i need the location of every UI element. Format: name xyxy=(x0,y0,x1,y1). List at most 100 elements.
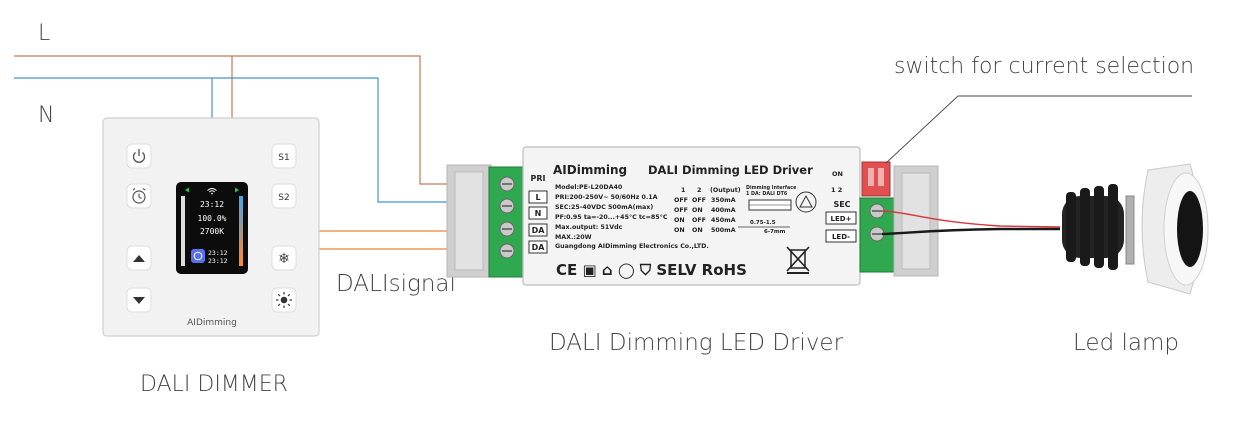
lamp-clip xyxy=(1125,195,1135,265)
dali-signal-label: DALIsignal xyxy=(336,271,456,297)
terminal-label-n: N xyxy=(535,209,542,218)
spec-manufacturer: Guangdong AIDimming Electronics Co.,LTD. xyxy=(555,243,709,250)
sun-button[interactable] xyxy=(271,287,297,313)
terminal-label-led-plus: LED+ xyxy=(831,215,852,223)
down-button[interactable] xyxy=(126,287,152,313)
table-row-4-sw1: ON xyxy=(674,227,685,234)
black-wire xyxy=(881,227,1060,236)
screen-brightness: 100.0% xyxy=(198,214,227,223)
red-wire xyxy=(881,210,1061,228)
table-row-4-sw2: ON xyxy=(692,227,703,234)
table-row-1-out: 350mA xyxy=(711,197,736,204)
lamp-wires xyxy=(881,210,1061,236)
certification-marks: CE ▣ ⌂ ◯ ⛉ SELV RoHS xyxy=(556,261,747,279)
terminal-label-led-minus: LED- xyxy=(832,233,850,241)
s2-label: S2 xyxy=(278,193,289,203)
dip-switch[interactable]: ON 1 2 xyxy=(831,161,891,197)
dimmer-caption: DALI DIMMER xyxy=(140,372,288,397)
alarm-button[interactable] xyxy=(126,183,152,209)
dimming-note-1: Dimming Interface xyxy=(746,185,797,191)
table-header-2: 2 xyxy=(697,187,701,194)
wifi-icon xyxy=(207,188,217,195)
table-row-1-sw2: OFF xyxy=(692,197,706,204)
switch-caption: switch for current selection xyxy=(894,54,1194,79)
terminal-label-da-2: DA xyxy=(532,243,546,252)
s1-label: S1 xyxy=(278,153,289,163)
dip-on-label: ON xyxy=(832,170,843,178)
screen-cct: 2700K xyxy=(200,227,224,236)
driver-caption: DALI Dimming LED Driver xyxy=(549,330,844,356)
dali-signal-wires: DALIsignal xyxy=(318,230,510,297)
spec-pf: PF:0.95 ta=-20...+45°C tc=85°C xyxy=(555,213,668,221)
table-row-4-out: 500mA xyxy=(711,227,736,234)
spec-model: Model:PE-L20DA40 xyxy=(555,184,623,191)
dimming-note: Dimming Interface 1 DA: DALI DT6 0.75-1.… xyxy=(738,185,797,235)
table-header-1: 1 xyxy=(681,187,685,194)
snowflake-icon: ❄ xyxy=(278,251,290,267)
up-button[interactable] xyxy=(126,245,152,271)
table-row-3-sw1: ON xyxy=(674,217,685,224)
weee-bin-icon xyxy=(786,246,810,274)
callout-leader xyxy=(885,95,1192,164)
lamp-heatsink xyxy=(1062,184,1124,270)
dimmer-screen: 23:12 100.0% 2700K 23:12 23:12 xyxy=(176,182,248,274)
current-table: 1 2 (Output) OFF OFF 350mA OFF ON 400mA … xyxy=(674,187,741,234)
terminal-label-da-1: DA xyxy=(532,226,546,235)
lamp-lens xyxy=(1177,191,1203,267)
spec-sec: SEC:25-40VDC 500mA(max) xyxy=(555,204,653,211)
table-header-3: (Output) xyxy=(710,187,741,194)
arrow-right-icon xyxy=(235,187,239,193)
screen-clock-badge xyxy=(191,249,205,263)
dimmer-brand: AIDimming xyxy=(187,318,237,328)
arrow-left-icon xyxy=(185,187,189,193)
snowflake-button[interactable]: ❄ xyxy=(271,245,297,271)
dimming-note-2: 1 DA: DALI DT6 xyxy=(746,191,788,197)
power-button[interactable] xyxy=(126,143,152,169)
line-l-label: L xyxy=(38,21,50,46)
brightness-bar xyxy=(181,196,185,266)
wire-size: 0.75-1.5 xyxy=(750,220,776,226)
table-row-2-sw2: ON xyxy=(692,207,703,214)
table-row-3-out: 450mA xyxy=(711,217,736,224)
s2-button[interactable]: S2 xyxy=(271,183,297,209)
terminal-label-l: L xyxy=(535,193,540,202)
led-lamp: Led lamp xyxy=(1062,163,1209,356)
neutral-wire xyxy=(14,77,510,203)
table-row-3-sw2: OFF xyxy=(692,217,706,224)
table-row-1-sw1: OFF xyxy=(674,197,688,204)
screen-time-bottom-2: 23:12 xyxy=(208,257,228,265)
screen-time-bottom-1: 23:12 xyxy=(208,249,228,257)
dip-numbers: 1 2 xyxy=(831,186,842,194)
clock-icon xyxy=(193,251,203,261)
s1-button[interactable]: S1 xyxy=(271,143,297,169)
sun-icon xyxy=(276,292,292,308)
terminal-labels-right: LED+ LED- xyxy=(825,211,857,243)
switch-callout: switch for current selection xyxy=(885,54,1194,164)
table-row-2-sw1: OFF xyxy=(674,207,688,214)
left-screws xyxy=(499,176,515,259)
sec-label: SEC xyxy=(833,200,850,209)
d-mark-icon xyxy=(795,191,817,213)
strip-length: 6-7mm xyxy=(764,229,786,235)
arrow-up-icon xyxy=(133,255,145,262)
driver-brand: AIDimming xyxy=(553,163,627,177)
driver-title: DALI Dimming LED Driver xyxy=(648,163,813,177)
lamp-caption: Led lamp xyxy=(1073,330,1179,356)
pri-label: PRI xyxy=(531,174,546,183)
alarm-clock-icon xyxy=(132,188,146,204)
spec-max-output: Max.output: 51Vdc xyxy=(555,224,623,231)
power-icon xyxy=(132,149,146,163)
arrow-down-icon xyxy=(133,297,145,304)
screen-time: 23:12 xyxy=(200,200,224,209)
spec-pri: PRI:200-250V~ 50/60Hz 0.1A xyxy=(555,194,658,201)
dali-dimmer: S1 S2 ❄ xyxy=(102,117,320,397)
right-screws xyxy=(869,203,885,242)
table-row-2-out: 400mA xyxy=(711,207,736,214)
driver-specs: Model:PE-L20DA40 PRI:200-250V~ 50/60Hz 0… xyxy=(555,184,709,250)
terminal-labels-left: L N DA DA xyxy=(528,190,548,254)
line-n-label: N xyxy=(38,103,54,128)
cct-bar xyxy=(239,196,243,266)
led-driver: PRI L N DA DA AIDimming DALI Dimming LED… xyxy=(446,146,939,356)
spec-max-power: MAX.:20W xyxy=(555,234,592,241)
